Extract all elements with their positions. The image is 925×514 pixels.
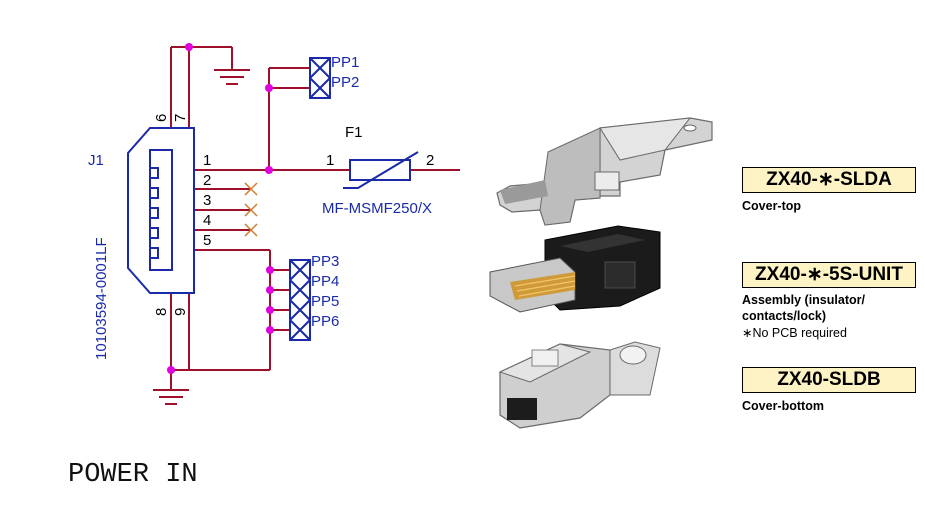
schematic-title: POWER IN xyxy=(68,460,198,490)
test-point-pp3-label: PP3 xyxy=(311,253,339,270)
j1-connector-symbol xyxy=(127,127,195,294)
part-desc-cover-top: Cover-top xyxy=(742,199,802,213)
pin-label-2: 2 xyxy=(203,172,211,189)
pin-label-3: 3 xyxy=(203,192,211,209)
test-point-pp1-label: PP1 xyxy=(331,54,359,71)
ground-symbol-top xyxy=(214,69,250,85)
no-connect-marks xyxy=(244,182,258,237)
fuse-ref-label: F1 xyxy=(345,124,363,141)
pin-label-7: 7 xyxy=(172,114,189,122)
fuse-pin-1-label: 1 xyxy=(326,152,334,169)
part-label-cover-bottom: ZX40-SLDB xyxy=(742,367,916,393)
part-label-cover-top: ZX40-∗-SLDA xyxy=(742,167,916,193)
ground-symbol-bottom xyxy=(153,389,189,405)
connector-part-label: 10103594-0001LF xyxy=(93,237,110,360)
part-desc-cover-bottom: Cover-bottom xyxy=(742,399,824,413)
junction-dots xyxy=(167,43,274,374)
fuse-f1-symbol xyxy=(343,151,419,189)
cover-bottom-image xyxy=(498,341,661,429)
fuse-pin-2-label: 2 xyxy=(426,152,434,169)
test-point-pp5-label: PP5 xyxy=(311,293,339,310)
assembly-image xyxy=(489,225,661,313)
pin-label-5: 5 xyxy=(203,232,211,249)
pin-label-4: 4 xyxy=(203,212,211,229)
pin-label-1: 1 xyxy=(203,152,211,169)
fuse-part-label: MF-MSMF250/X xyxy=(322,200,432,217)
test-point-pp2-label: PP2 xyxy=(331,74,359,91)
pin-label-9: 9 xyxy=(172,308,189,316)
part-note-assembly: ∗No PCB required xyxy=(742,326,847,340)
pin-label-8: 8 xyxy=(153,308,170,316)
part-label-assembly: ZX40-∗-5S-UNIT xyxy=(742,262,916,288)
test-point-pp4-label: PP4 xyxy=(311,273,339,290)
test-points-symbols xyxy=(289,57,331,341)
pin-label-6: 6 xyxy=(153,114,170,122)
connector-ref-label: J1 xyxy=(88,152,104,169)
part-desc-assembly: Assembly (insulator/ contacts/lock) xyxy=(742,293,865,323)
test-point-pp6-label: PP6 xyxy=(311,313,339,330)
cover-top-image xyxy=(496,117,713,226)
